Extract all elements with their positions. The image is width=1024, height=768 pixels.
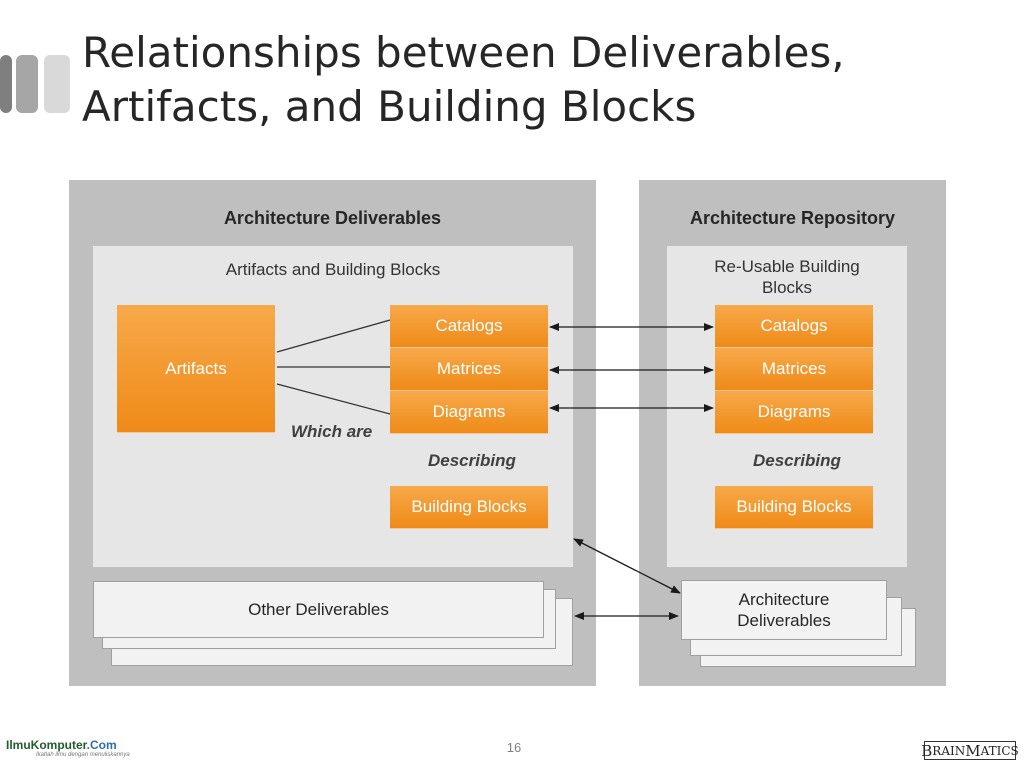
right-catalogs-box: Catalogs bbox=[715, 305, 873, 348]
artifacts-box: Artifacts bbox=[117, 305, 275, 433]
reusable-heading-line-1: Re-Usable Building bbox=[714, 257, 860, 276]
slide-title: Relationships between Deliverables, Arti… bbox=[82, 26, 982, 134]
right-matrices-box: Matrices bbox=[715, 348, 873, 391]
left-building-blocks-box: Building Blocks bbox=[390, 486, 548, 529]
other-deliverables-label: Other Deliverables bbox=[248, 600, 389, 619]
decorative-bar-light bbox=[44, 55, 70, 113]
slide-title-line-2: Artifacts, and Building Blocks bbox=[82, 82, 697, 131]
page-number: 16 bbox=[506, 740, 522, 755]
which-are-label: Which are bbox=[291, 422, 373, 441]
artifact-catalogs-line bbox=[276, 319, 391, 353]
right-describing-label: Describing bbox=[753, 451, 841, 470]
left-catalogs-box: Catalogs bbox=[390, 305, 548, 348]
right-diagrams-box: Diagrams bbox=[715, 391, 873, 434]
artifacts-building-blocks-heading: Artifacts and Building Blocks bbox=[225, 260, 441, 279]
left-matrices-box: Matrices bbox=[390, 348, 548, 391]
brainmatics-logo-rain: RAIN bbox=[932, 743, 966, 758]
left-describing-label: Describing bbox=[428, 451, 516, 470]
decorative-bar-medium bbox=[16, 55, 38, 113]
arch-deliverables-line-2: Deliverables bbox=[737, 611, 831, 630]
artifact-diagrams-line bbox=[276, 383, 391, 415]
arch-deliverables-sheet-front bbox=[681, 580, 887, 640]
arch-deliverables-line-1: Architecture bbox=[738, 590, 830, 609]
ilmukomputer-tagline: Ikatlah ilmu dengan menuliskannya bbox=[36, 752, 130, 758]
right-building-blocks-box: Building Blocks bbox=[715, 486, 873, 529]
arch-deliverables-label: Architecture Deliverables bbox=[681, 580, 887, 640]
ilmukomputer-logo: IlmuKomputer.Com Ikatlah ilmu dengan men… bbox=[6, 738, 130, 758]
blocks-to-deliverables-arrow bbox=[573, 538, 681, 594]
architecture-repository-heading: Architecture Repository bbox=[689, 208, 896, 228]
decorative-bar-dark bbox=[0, 55, 12, 113]
architecture-deliverables-heading: Architecture Deliverables bbox=[223, 208, 442, 228]
brainmatics-logo-atics: ATICS bbox=[980, 743, 1019, 758]
other-deliverables-sheet-front bbox=[93, 581, 544, 638]
brainmatics-logo-b: B bbox=[921, 741, 933, 760]
ilmukomputer-logo-suffix: .Com bbox=[86, 738, 117, 752]
left-diagrams-box: Diagrams bbox=[390, 391, 548, 434]
reusable-building-blocks-heading: Re-Usable Building Blocks bbox=[667, 256, 907, 298]
reusable-heading-line-2: Blocks bbox=[761, 278, 813, 297]
slide-title-line-1: Relationships between Deliverables, bbox=[82, 28, 845, 77]
ilmukomputer-logo-main: IlmuKomputer bbox=[6, 738, 87, 752]
brainmatics-logo-m: M bbox=[965, 741, 981, 760]
